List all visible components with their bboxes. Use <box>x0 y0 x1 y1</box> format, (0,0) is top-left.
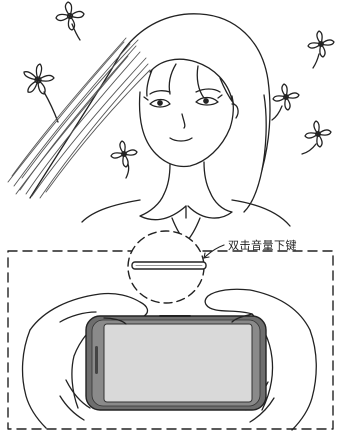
flower-icon <box>302 121 331 154</box>
flower-icon <box>272 84 299 120</box>
volume-key-highlight <box>128 231 224 303</box>
callout-label: 双击音量下键 <box>228 237 297 253</box>
woman-figure <box>8 14 290 242</box>
hands-holding-phone <box>23 289 317 430</box>
flower-icon <box>308 31 334 68</box>
flower-icon <box>111 141 137 178</box>
flower-icon <box>56 2 84 40</box>
flower-icon <box>24 64 58 122</box>
